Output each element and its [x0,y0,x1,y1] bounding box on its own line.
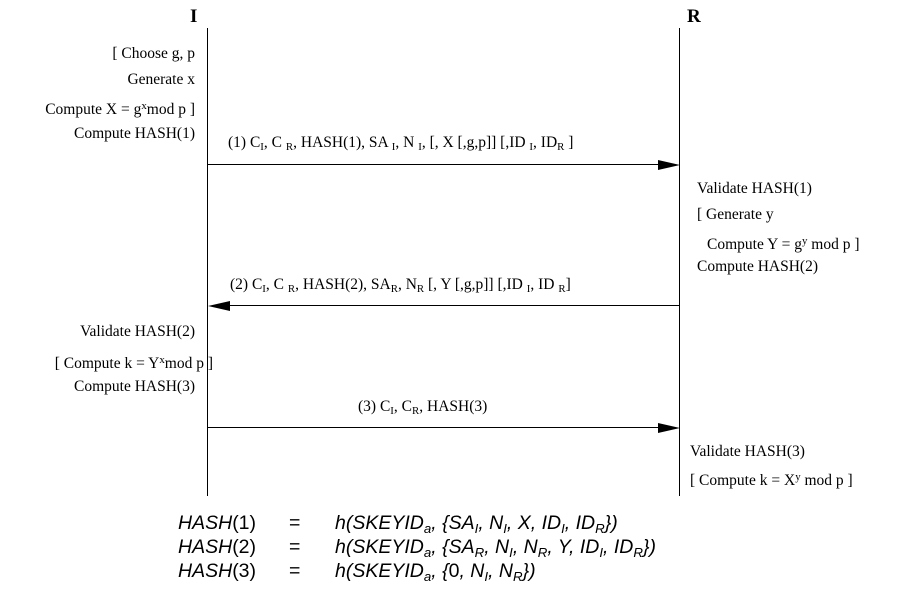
responder-label: R [687,6,701,27]
message-3-arrowhead-icon [658,423,680,433]
initiator-step-generate: Generate x [127,71,195,88]
responder-step-compute-k: [ Compute k = Xy mod p ] [690,471,853,489]
message-3-arrow [208,427,660,428]
message-1-arrowhead-icon [658,160,680,170]
equation-hash3: HASH(3) = h(SKEYIDa, {0, NI, NR}) [178,560,536,584]
message-1-arrow [208,164,660,165]
equation-hash2: HASH(2) = h(SKEYIDa, {SAR, NI, NR, Y, ID… [178,536,656,560]
initiator-step-choose: [ Choose g, p [112,45,195,62]
equation-hash1: HASH(1) = h(SKEYIDa, {SAI, NI, X, IDI, I… [178,512,618,536]
responder-step-validate1: Validate HASH(1) [697,180,812,197]
responder-lifeline [679,28,680,496]
initiator-step-hash3: Compute HASH(3) [74,378,195,395]
responder-step-hash2: Compute HASH(2) [697,258,818,275]
initiator-lifeline [207,28,208,496]
responder-step-compute-y: Compute Y = gy mod p ] [707,235,860,253]
initiator-label: I [190,6,198,27]
responder-step-validate3: Validate HASH(3) [690,443,805,460]
initiator-step-compute-k: [ Compute k = Yxmod p ] [54,354,213,372]
message-3-label: (3) CI, CR, HASH(3) [358,398,488,417]
responder-step-generate: [ Generate y [697,206,774,223]
initiator-step-compute-x: Compute X = gxmod p ] [45,100,195,118]
message-2-arrowhead-icon [208,301,230,311]
initiator-step-validate2: Validate HASH(2) [80,323,195,340]
message-2-arrow [228,305,679,306]
message-2-label: (2) CI, C R, HASH(2), SAR, NR [, Y [,g,p… [230,276,571,295]
initiator-step-hash1: Compute HASH(1) [74,125,195,142]
message-1-label: (1) CI, C R, HASH(1), SA I, N I, [, X [,… [228,134,574,153]
